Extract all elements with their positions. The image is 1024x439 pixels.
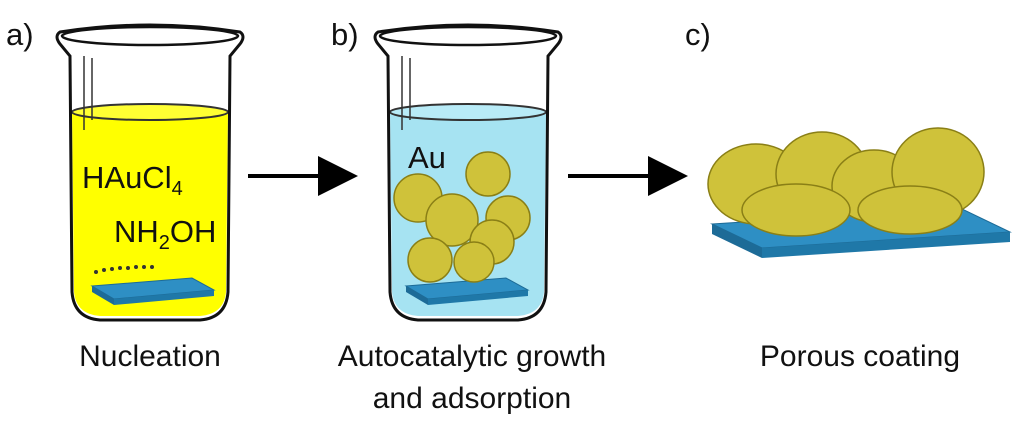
glass-highlight-a (83, 56, 93, 130)
panel-letter-a: a) (6, 17, 34, 52)
gold-coating-layer (707, 127, 985, 237)
panel-letter-b: b) (331, 17, 359, 52)
caption-porous-coating: Porous coating (759, 340, 961, 373)
gold-cluster (407, 237, 453, 283)
gold-cluster (453, 241, 495, 283)
porous-coating (707, 127, 1012, 258)
gold-cluster (425, 193, 479, 247)
reagent-label-nh2oh-post: OH (169, 214, 217, 249)
caption-nucleation: Nucleation (79, 340, 221, 373)
metal-label-au: Au (408, 140, 446, 175)
reagent-label-nh2oh: NH2OH (114, 214, 217, 254)
nucleation-dots (94, 265, 154, 274)
caption-growth-line1: Autocatalytic growth (337, 340, 607, 373)
reagent-label-haucl4-main: HAuCl (82, 160, 172, 195)
beaker-growth (373, 23, 563, 322)
beaker-outline-a (55, 23, 245, 322)
panel-letter-c: c) (685, 17, 711, 52)
reagent-label-nh2oh-pre: NH (114, 214, 159, 249)
reagent-label-nh2oh-sub: 2 (158, 232, 170, 254)
reagent-label-haucl4-sub: 4 (171, 178, 183, 200)
coating-lobe (741, 183, 851, 237)
glass-highlight-b (401, 56, 411, 130)
yellow-solution (72, 107, 228, 316)
gold-particle-clusters (393, 151, 531, 283)
coating-lobe (857, 185, 963, 235)
solution-surface (71, 103, 229, 121)
gold-cluster (465, 151, 511, 197)
beaker-outline-b (373, 23, 563, 322)
beaker-rim-a (60, 25, 240, 47)
beaker-rim-b (378, 25, 558, 47)
beaker-nucleation (55, 23, 245, 322)
caption-growth-line2: and adsorption (372, 382, 572, 415)
reagent-label-haucl4: HAuCl4 (82, 160, 183, 200)
solution-surface-b (389, 103, 547, 121)
substrate-a (90, 277, 216, 305)
